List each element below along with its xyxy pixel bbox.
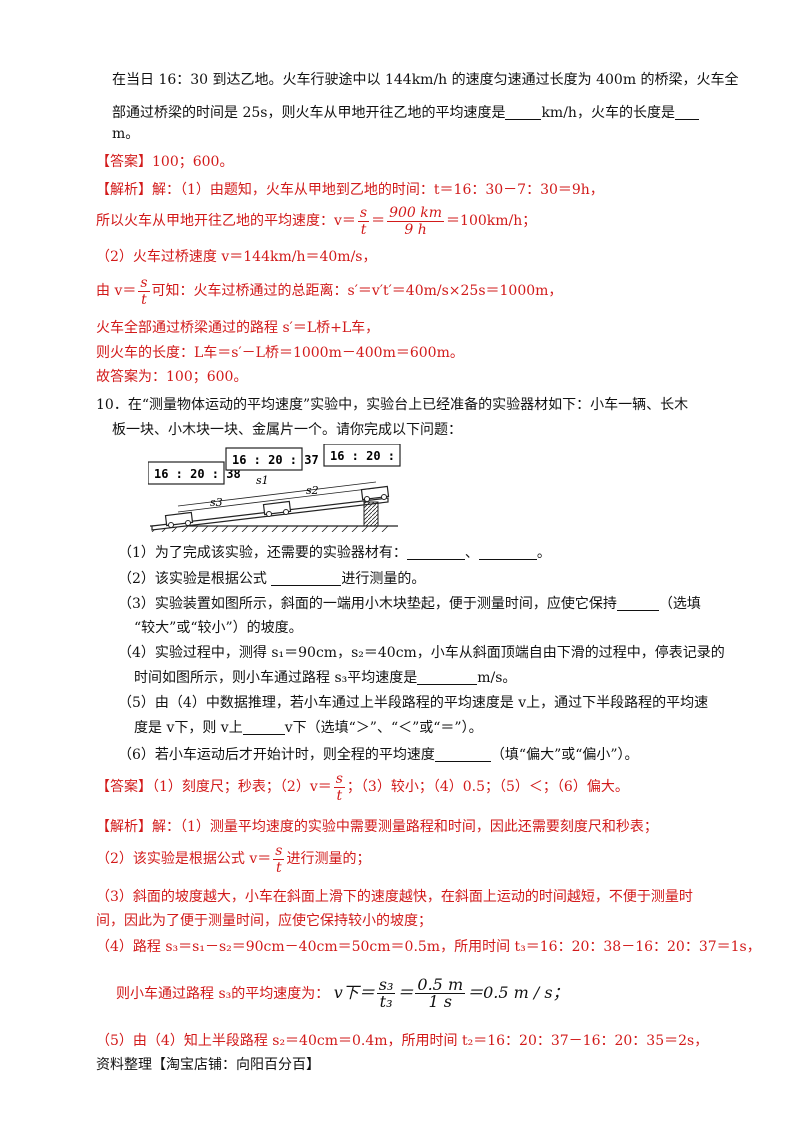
text: 由 v＝ bbox=[96, 283, 137, 299]
text: （6）若小车运动后才开始计时，则全程的平均速度 bbox=[118, 747, 435, 763]
answer-blank[interactable] bbox=[406, 545, 465, 560]
analysis-line: 【解析】解：（1）测量平均速度的实验中需要测量路程和时间，因此还需要刻度尺和秒表… bbox=[96, 817, 658, 837]
answer-tag: 【答案】 bbox=[96, 779, 152, 795]
analysis-line: 则火车的长度：L车＝s′－L桥＝1000m－400m＝600m。 bbox=[96, 345, 464, 361]
answer-blank[interactable] bbox=[505, 105, 542, 120]
stopwatch-top bbox=[323, 444, 401, 467]
text: 则小车通过路程 s₃的平均速度为： bbox=[116, 986, 330, 1002]
analysis-line: （4）路程 s₃＝s₁－s₂＝90cm－40cm＝50cm＝0.5m，所用时间 … bbox=[96, 939, 761, 955]
text: 所以火车从甲地开往乙地的平均速度：v＝ bbox=[96, 213, 356, 229]
text: 度是 v下，则 v上 bbox=[134, 720, 243, 736]
wood-block bbox=[363, 501, 379, 527]
text: ＝100km/h； bbox=[446, 213, 537, 229]
text-line: 板一块、小木块一块、金属片一个。请你完成以下问题： bbox=[112, 422, 462, 438]
subquestion-2: （2）该实验是根据公式 进行测量的。 bbox=[118, 569, 425, 589]
text: 。 bbox=[536, 545, 551, 561]
s2-label: s2 bbox=[306, 484, 319, 497]
text: （2）该实验是根据公式 v＝ bbox=[96, 851, 272, 867]
s3-arrow bbox=[177, 499, 277, 513]
s2-arrow bbox=[275, 487, 377, 501]
subquestion-6: （6）若小车运动后才开始计时，则全程的平均速度 （填“偏大”或“偏小”）。 bbox=[118, 745, 639, 765]
analysis-tag: 【解析】 bbox=[96, 182, 152, 198]
text: （1）为了完成该实验，还需要的实验器材有： bbox=[118, 545, 407, 561]
answer-blank[interactable] bbox=[478, 545, 537, 560]
time-middle: 16 : 20 : 37 bbox=[232, 453, 319, 467]
analysis-line: 火车全部通过桥梁通过的路程 s′＝L桥+L车， bbox=[96, 320, 380, 336]
footer: 资料整理【淘宝店铺：向阳百分百】 bbox=[96, 1057, 320, 1073]
text: 部通过桥梁的时间是 25s，则火车从甲地开往乙地的平均速度是 bbox=[112, 105, 506, 121]
text-line: 部通过桥梁的时间是 25s，则火车从甲地开往乙地的平均速度是 km/h，火车的长度… bbox=[112, 103, 699, 123]
text: 进行测量的。 bbox=[341, 571, 426, 587]
text: （填“偏大”或“偏小”）。 bbox=[490, 747, 639, 763]
text: 时间如图所示，则小车通过路程 s₃平均速度是 bbox=[134, 670, 418, 686]
analysis-line: 间，因此为了便于测量时间，应使它保持较小的坡度； bbox=[96, 913, 432, 929]
analysis-line: （5）由（4）知上半段路程 s₂＝40cm＝0.4m，所用时间 t₂＝16：20… bbox=[96, 1033, 709, 1049]
answer-text: 100；600。 bbox=[152, 154, 234, 170]
subquestion-4: （4）实验过程中，测得 s₁＝90cm，s₂＝40cm，小车从斜面顶端自由下滑的… bbox=[118, 645, 725, 661]
answer-line: 【答案】100；600。 bbox=[96, 152, 233, 172]
s3-label: s3 bbox=[210, 496, 223, 509]
text: 解：（1）由题知，火车从甲地到乙地的时间：t＝16：30－7：30＝9h， bbox=[152, 182, 604, 198]
incline-experiment-figure: s1 s2 s3 16 : 20 : 38 16 : 20 : 37 16 : … bbox=[148, 444, 403, 532]
text: （3）实验装置如图所示，斜面的一端用小木块垫起，便于测量时间，应使它保持 bbox=[118, 596, 617, 612]
time-top: 16 : 20 : 35 bbox=[330, 449, 403, 463]
text-line: 时间如图所示，则小车通过路程 s₃平均速度是 m/s。 bbox=[134, 668, 516, 688]
analysis-line: （3）斜面的坡度越大，小车在斜面上滑下的速度越快，在斜面上运动的时间越短，不便于… bbox=[96, 889, 693, 905]
text-line: “较大”或“较小”）的坡度。 bbox=[134, 620, 303, 636]
answer-blank[interactable] bbox=[674, 105, 699, 120]
answer-blank[interactable] bbox=[434, 747, 491, 762]
answer-blank[interactable] bbox=[417, 670, 478, 685]
text-line: 度是 v下，则 v上 v下（选填“＞”、“＜”或“＝”）。 bbox=[134, 718, 483, 738]
subquestion-1: （1）为了完成该实验，还需要的实验器材有： 、 。 bbox=[118, 543, 551, 563]
text: ＝ bbox=[371, 213, 386, 229]
s1-label: s1 bbox=[256, 474, 269, 487]
analysis-tag: 【解析】 bbox=[96, 819, 152, 835]
cart-middle bbox=[262, 500, 292, 517]
subquestion-3: （3）实验装置如图所示，斜面的一端用小木块垫起，便于测量时间，应使它保持 （选填 bbox=[118, 594, 701, 614]
text: v下（选填“＞”、“＜”或“＝”）。 bbox=[284, 720, 483, 736]
question-title: 10．在“测量物体运动的平均速度”实验中，实验台上已经准备的实验器材如下：小车一… bbox=[96, 397, 689, 413]
text: 、 bbox=[464, 545, 479, 561]
text: （选填 bbox=[658, 596, 701, 612]
time-bottom: 16 : 20 : 38 bbox=[154, 467, 241, 481]
text: （2）该实验是根据公式 bbox=[118, 571, 267, 587]
stopwatch-middle bbox=[225, 447, 303, 471]
text-line: 在当日 16：30 到达乙地。火车行驶途中以 144km/h 的速度匀速通过长度… bbox=[112, 72, 739, 88]
ground-hatch bbox=[151, 525, 389, 532]
text-line: m。 bbox=[112, 126, 140, 142]
s1-arrow bbox=[177, 481, 377, 507]
text: km/h，火车的长度是 bbox=[541, 105, 675, 121]
analysis-line: （2）火车过桥速度 v＝144km/h＝40m/s， bbox=[96, 249, 377, 265]
cart-bottom bbox=[164, 511, 194, 528]
stopwatch-bottom bbox=[148, 461, 225, 485]
subquestion-5: （5）由（4）中数据推理，若小车通过上半段路程的平均速度是 v上，通过下半段路程… bbox=[118, 695, 709, 711]
text: （1）刻度尺；秒表；（2）v＝ bbox=[152, 779, 332, 795]
text: ；（3）较小；（4）0.5；（5）＜；（6）偏大。 bbox=[346, 779, 629, 795]
text: 进行测量的； bbox=[286, 851, 371, 867]
answer-blank[interactable] bbox=[616, 596, 659, 611]
text: 可知：火车过桥通过的总距离：s′＝v′t′＝40m/s×25s＝1000m， bbox=[151, 283, 563, 299]
answer-blank[interactable] bbox=[242, 720, 285, 735]
analysis-line: 故答案为：100；600。 bbox=[96, 369, 248, 385]
analysis-line: 【解析】解：（1）由题知，火车从甲地到乙地的时间：t＝16：30－7：30＝9h… bbox=[96, 180, 604, 200]
answer-tag: 【答案】 bbox=[96, 154, 152, 170]
answer-blank[interactable] bbox=[271, 571, 342, 586]
text: 解：（1）测量平均速度的实验中需要测量路程和时间，因此还需要刻度尺和秒表； bbox=[152, 819, 658, 835]
text: m/s。 bbox=[477, 670, 517, 686]
cart-top bbox=[360, 485, 390, 502]
